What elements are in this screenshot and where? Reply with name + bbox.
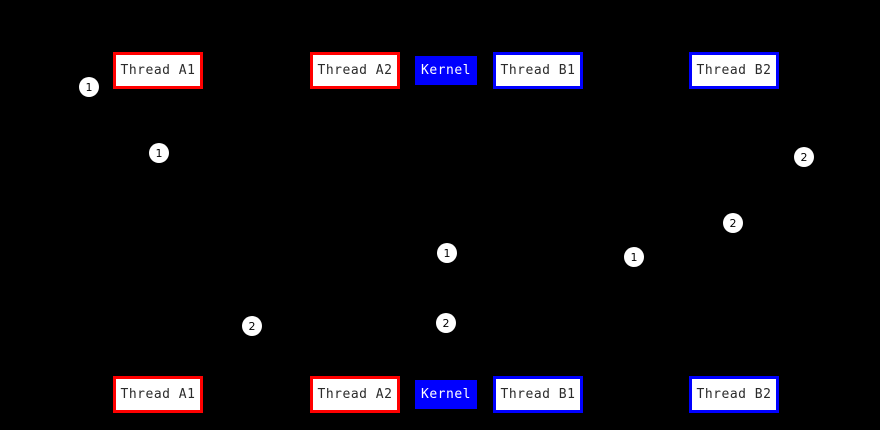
participant-label: Thread B1 bbox=[500, 387, 576, 402]
step-marker: 2 bbox=[436, 313, 456, 333]
step-number: 1 bbox=[630, 250, 638, 264]
step-number: 1 bbox=[443, 246, 451, 260]
participant-thread-a1-bottom[interactable]: Thread A1 bbox=[113, 376, 203, 413]
participant-label: Thread A1 bbox=[120, 387, 196, 402]
step-number: 1 bbox=[85, 80, 93, 94]
step-marker: 2 bbox=[242, 316, 262, 336]
lifeline-thread-b1 bbox=[538, 89, 539, 376]
step-number: 2 bbox=[248, 319, 256, 333]
participant-label: Thread A2 bbox=[317, 63, 393, 78]
participant-thread-a1-top[interactable]: Thread A1 bbox=[113, 52, 203, 89]
lifeline-thread-a2 bbox=[355, 89, 356, 376]
participant-label: Kernel bbox=[421, 387, 471, 402]
step-marker: 2 bbox=[723, 213, 743, 233]
participant-thread-b2-top[interactable]: Thread B2 bbox=[689, 52, 779, 89]
participant-label: Kernel bbox=[421, 63, 471, 78]
step-number: 2 bbox=[800, 150, 808, 164]
message-arrow bbox=[446, 263, 538, 269]
step-marker: 1 bbox=[149, 143, 169, 163]
participant-thread-a2-bottom[interactable]: Thread A2 bbox=[310, 376, 400, 413]
participant-label: Thread B2 bbox=[696, 387, 772, 402]
participant-thread-a2-top[interactable]: Thread A2 bbox=[310, 52, 400, 89]
step-marker: 2 bbox=[794, 147, 814, 167]
participant-thread-b1-bottom[interactable]: Thread B1 bbox=[493, 376, 583, 413]
step-marker: 1 bbox=[624, 247, 644, 267]
participant-kernel-bottom[interactable]: Kernel bbox=[415, 380, 477, 409]
participant-label: Thread B2 bbox=[696, 63, 772, 78]
step-number: 1 bbox=[155, 146, 163, 160]
step-marker: 1 bbox=[79, 77, 99, 97]
message-arrow bbox=[158, 335, 355, 341]
lifeline-thread-a1 bbox=[158, 89, 159, 376]
participant-label: Thread A1 bbox=[120, 63, 196, 78]
step-number: 2 bbox=[729, 216, 737, 230]
participant-label: Thread B1 bbox=[500, 63, 576, 78]
message-arrow bbox=[158, 97, 446, 103]
step-marker: 1 bbox=[437, 243, 457, 263]
participant-thread-b2-bottom[interactable]: Thread B2 bbox=[689, 376, 779, 413]
message-arrow bbox=[446, 167, 734, 173]
lifeline-kernel bbox=[446, 89, 447, 376]
participant-label: Thread A2 bbox=[317, 387, 393, 402]
participant-kernel-top[interactable]: Kernel bbox=[415, 56, 477, 85]
step-number: 2 bbox=[442, 316, 450, 330]
participant-thread-b1-top[interactable]: Thread B1 bbox=[493, 52, 583, 89]
